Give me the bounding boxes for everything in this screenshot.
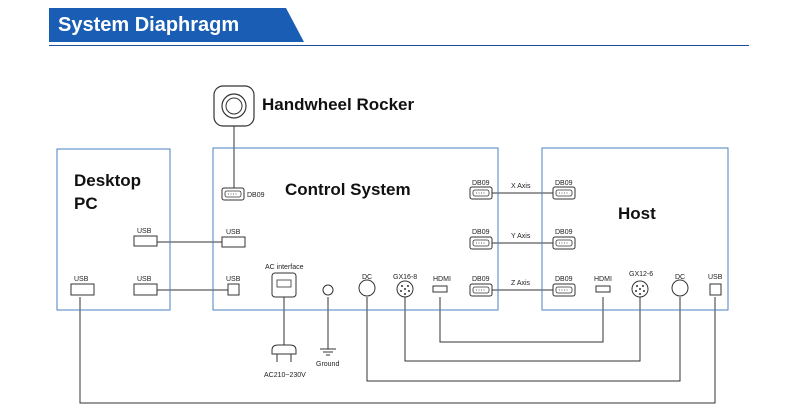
control-db9-y-label: DB09	[472, 229, 490, 236]
header-divider	[49, 45, 749, 46]
gx16-label: GX16-8	[393, 274, 417, 281]
desktop-pc-title-line1: Desktop	[74, 171, 141, 190]
host-db9-z-connector	[552, 283, 576, 297]
control-hdmi-port	[432, 285, 448, 293]
control-usb-top-label: USB	[226, 229, 241, 236]
desktop-pc-title-line2: PC	[74, 194, 98, 213]
power-plug-icon	[271, 337, 297, 362]
control-dc-connector	[358, 279, 376, 297]
host-hdmi-label: HDMI	[594, 276, 612, 283]
pc-usb-bottom-right-port	[133, 283, 158, 296]
header-tab	[49, 8, 304, 42]
host-usb-label: USB	[708, 274, 723, 281]
control-usb-bottom-label: USB	[226, 276, 241, 283]
ac-interface-label: AC interface	[265, 264, 304, 271]
host-db9-y-connector	[552, 236, 576, 250]
host-gx12-label: GX12-6	[629, 271, 653, 278]
db9-handwheel-connector	[221, 187, 245, 201]
handwheel-label: Handwheel Rocker	[262, 95, 414, 114]
control-db9-x-connector	[469, 186, 493, 200]
control-system-title: Control System	[285, 180, 411, 199]
x-axis-label: X Axis	[511, 183, 531, 190]
handwheel-rocker	[213, 85, 255, 127]
gx16-connector	[396, 280, 414, 298]
host-hdmi-port	[595, 285, 611, 293]
host-dc-connector	[671, 279, 689, 297]
connection-lines	[79, 124, 716, 404]
control-system-box	[212, 147, 499, 311]
control-dc-label: DC	[362, 274, 372, 281]
host-box	[541, 147, 729, 311]
control-usb-bottom-port	[227, 283, 240, 296]
page-title: System Diaphragm	[58, 14, 240, 36]
ac-voltage-label: AC210~230V	[264, 372, 306, 379]
host-db9-x-label: DB09	[555, 180, 573, 187]
ground-connector	[322, 284, 334, 296]
pc-usb-top-port	[133, 235, 158, 247]
host-db9-z-label: DB09	[555, 276, 573, 283]
pc-usb-bottom-left-label: USB	[74, 276, 89, 283]
pc-usb-bottom-left-port	[70, 283, 95, 296]
gx12-connector	[631, 280, 649, 298]
desktop-pc-box	[56, 148, 171, 311]
ground-icon	[320, 348, 336, 356]
control-db9-y-connector	[469, 236, 493, 250]
control-usb-top-port	[221, 236, 246, 248]
control-hdmi-label: HDMI	[433, 276, 451, 283]
host-db9-y-label: DB09	[555, 229, 573, 236]
pc-usb-bottom-right-label: USB	[137, 276, 152, 283]
host-usb-port	[709, 283, 722, 296]
ground-label: Ground	[316, 361, 339, 368]
y-axis-label: Y Axis	[511, 233, 531, 240]
host-title: Host	[618, 204, 656, 223]
ac-interface-connector	[271, 272, 297, 298]
host-dc-label: DC	[675, 274, 685, 281]
control-db9-x-label: DB09	[472, 180, 490, 187]
control-db9-z-label: DB09	[472, 276, 490, 283]
z-axis-label: Z Axis	[511, 280, 531, 287]
db9-handwheel-label: DB09	[247, 192, 265, 199]
pc-usb-top-label: USB	[137, 228, 152, 235]
host-db9-x-connector	[552, 186, 576, 200]
control-db9-z-connector	[469, 283, 493, 297]
